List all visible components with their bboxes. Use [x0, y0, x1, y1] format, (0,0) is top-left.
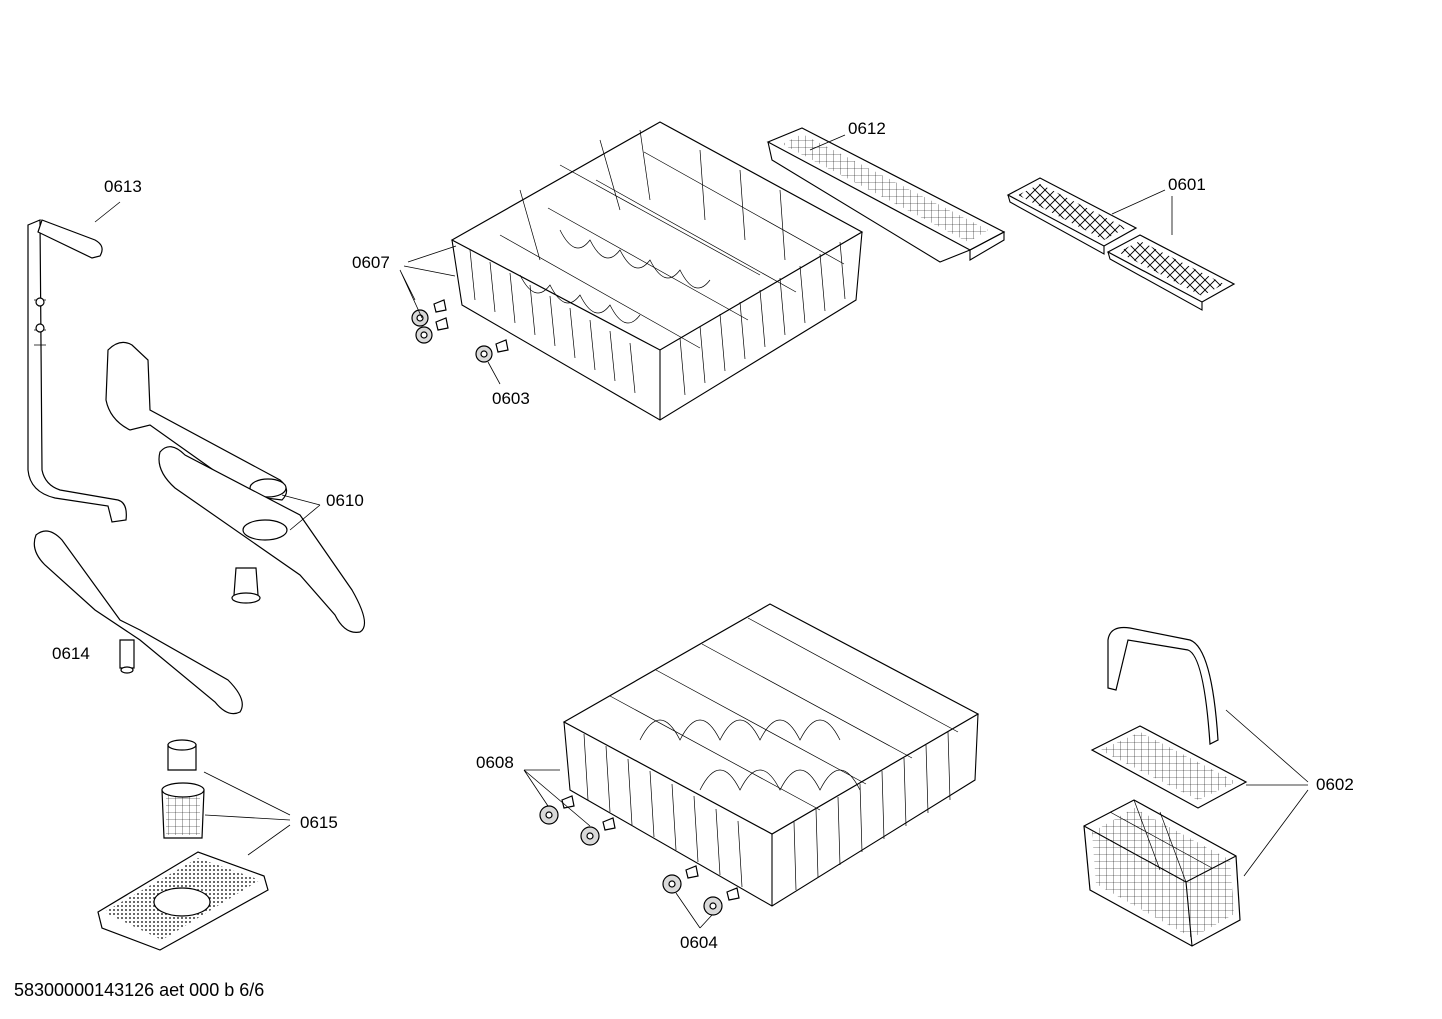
folding-rack-parts [1006, 177, 1236, 311]
lower-spray-arm-part [33, 530, 243, 715]
part-label-0607: 0607 [352, 253, 390, 272]
supply-pipe-part [27, 219, 127, 523]
leader-lines [94, 134, 1309, 929]
part-label-0614: 0614 [52, 644, 90, 663]
cup-shelf-part [766, 127, 1006, 263]
lower-basket [562, 603, 980, 907]
upper-spray-arm-part [105, 341, 366, 633]
part-label-0602: 0602 [1316, 775, 1354, 794]
part-labels: 0613 0607 0603 0612 0601 0610 0614 0615 … [52, 119, 1354, 952]
part-label-0601: 0601 [1168, 175, 1206, 194]
filter-set-part [97, 739, 269, 951]
upper-basket [450, 121, 864, 421]
part-label-0612: 0612 [848, 119, 886, 138]
part-label-0613: 0613 [104, 177, 142, 196]
part-label-0604: 0604 [680, 933, 718, 952]
cutlery-basket-part [1083, 626, 1248, 947]
drawing-reference-code: 58300000143126 aet 000 b 6/6 [14, 980, 265, 1000]
lower-basket-rollers [539, 795, 740, 916]
part-label-0608: 0608 [476, 753, 514, 772]
part-label-0615: 0615 [300, 813, 338, 832]
part-label-0603: 0603 [492, 389, 530, 408]
upper-basket-rollers [411, 299, 509, 363]
part-label-0610: 0610 [326, 491, 364, 510]
